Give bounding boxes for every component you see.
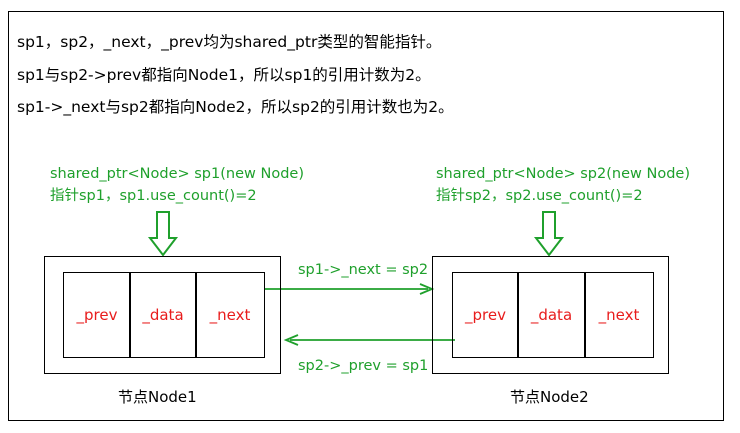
node1-prev-field: _prev [63,272,131,358]
node1-box [44,256,281,374]
prev-arrowhead-icon [283,334,299,346]
node1-data-field: _data [129,272,197,358]
node2-pointer-info: 指针sp2，sp2.use_count()=2 [436,188,643,204]
explanation-line-2: sp1与sp2->prev都指向Node1，所以sp1的引用计数为2。 [17,66,431,84]
node2-label: 节点Node2 [510,388,589,406]
node1-next-field: _next [195,272,265,358]
node2-prev-field: _prev [452,272,519,358]
node1-label: 节点Node1 [118,388,197,406]
node2-next-field: _next [584,272,654,358]
node1-declaration: shared_ptr<Node> sp1(new Node) [50,166,304,182]
diagram-frame [8,11,724,421]
prev-arrow-label: sp2->_prev = sp1 [298,358,429,374]
node1-pointer-info: 指针sp1，sp1.use_count()=2 [50,188,257,204]
next-arrow-label: sp1->_next = sp2 [298,262,429,278]
node2-data-field: _data [517,272,586,358]
node2-declaration: shared_ptr<Node> sp2(new Node) [436,166,690,182]
down-arrow-icon-node1 [147,211,179,257]
node2-box [432,256,669,374]
explanation-line-1: sp1，sp2，_next，_prev均为shared_ptr类型的智能指针。 [17,33,442,51]
explanation-line-3: sp1->_next与sp2都指向Node2，所以sp2的引用计数也为2。 [17,98,454,116]
down-arrow-icon-node2 [533,211,565,257]
